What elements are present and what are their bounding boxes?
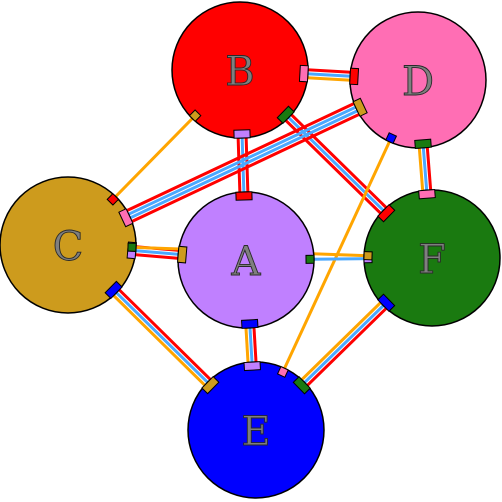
port-E-to-F <box>292 376 311 395</box>
port-C-to-F <box>127 242 137 252</box>
port-A-to-F <box>305 254 315 264</box>
port-E-to-D <box>276 365 289 378</box>
port-F-to-E <box>377 293 396 312</box>
port-C-to-B <box>106 192 120 206</box>
node-E-label: E <box>241 409 270 455</box>
node-B-label: B <box>225 49 254 95</box>
ports-layer <box>104 64 436 395</box>
port-F-to-C <box>363 251 373 261</box>
port-F-to-B <box>377 204 396 223</box>
node-C-label: C <box>53 224 84 270</box>
port-C-to-D <box>118 208 134 228</box>
port-B-to-C <box>188 109 202 123</box>
node-F-label: F <box>418 237 446 283</box>
port-A-to-B <box>235 191 253 201</box>
port-B-to-A <box>233 129 251 139</box>
port-B-to-F <box>276 105 295 124</box>
port-D-to-F <box>414 138 432 149</box>
port-A-to-C <box>177 245 188 264</box>
port-F-to-D <box>418 189 436 200</box>
port-E-to-C <box>201 375 220 395</box>
port-D-to-B <box>349 67 360 86</box>
node-A-label: A <box>231 239 262 285</box>
labels-layer: B D C A F E <box>52 49 446 456</box>
port-A-to-E <box>241 318 259 329</box>
port-D-to-C <box>352 97 368 117</box>
node-D-label: D <box>402 59 434 105</box>
port-B-to-D <box>298 64 309 83</box>
port-C-to-E <box>104 280 123 300</box>
port-D-to-E <box>385 132 398 145</box>
port-E-to-A <box>243 361 261 372</box>
